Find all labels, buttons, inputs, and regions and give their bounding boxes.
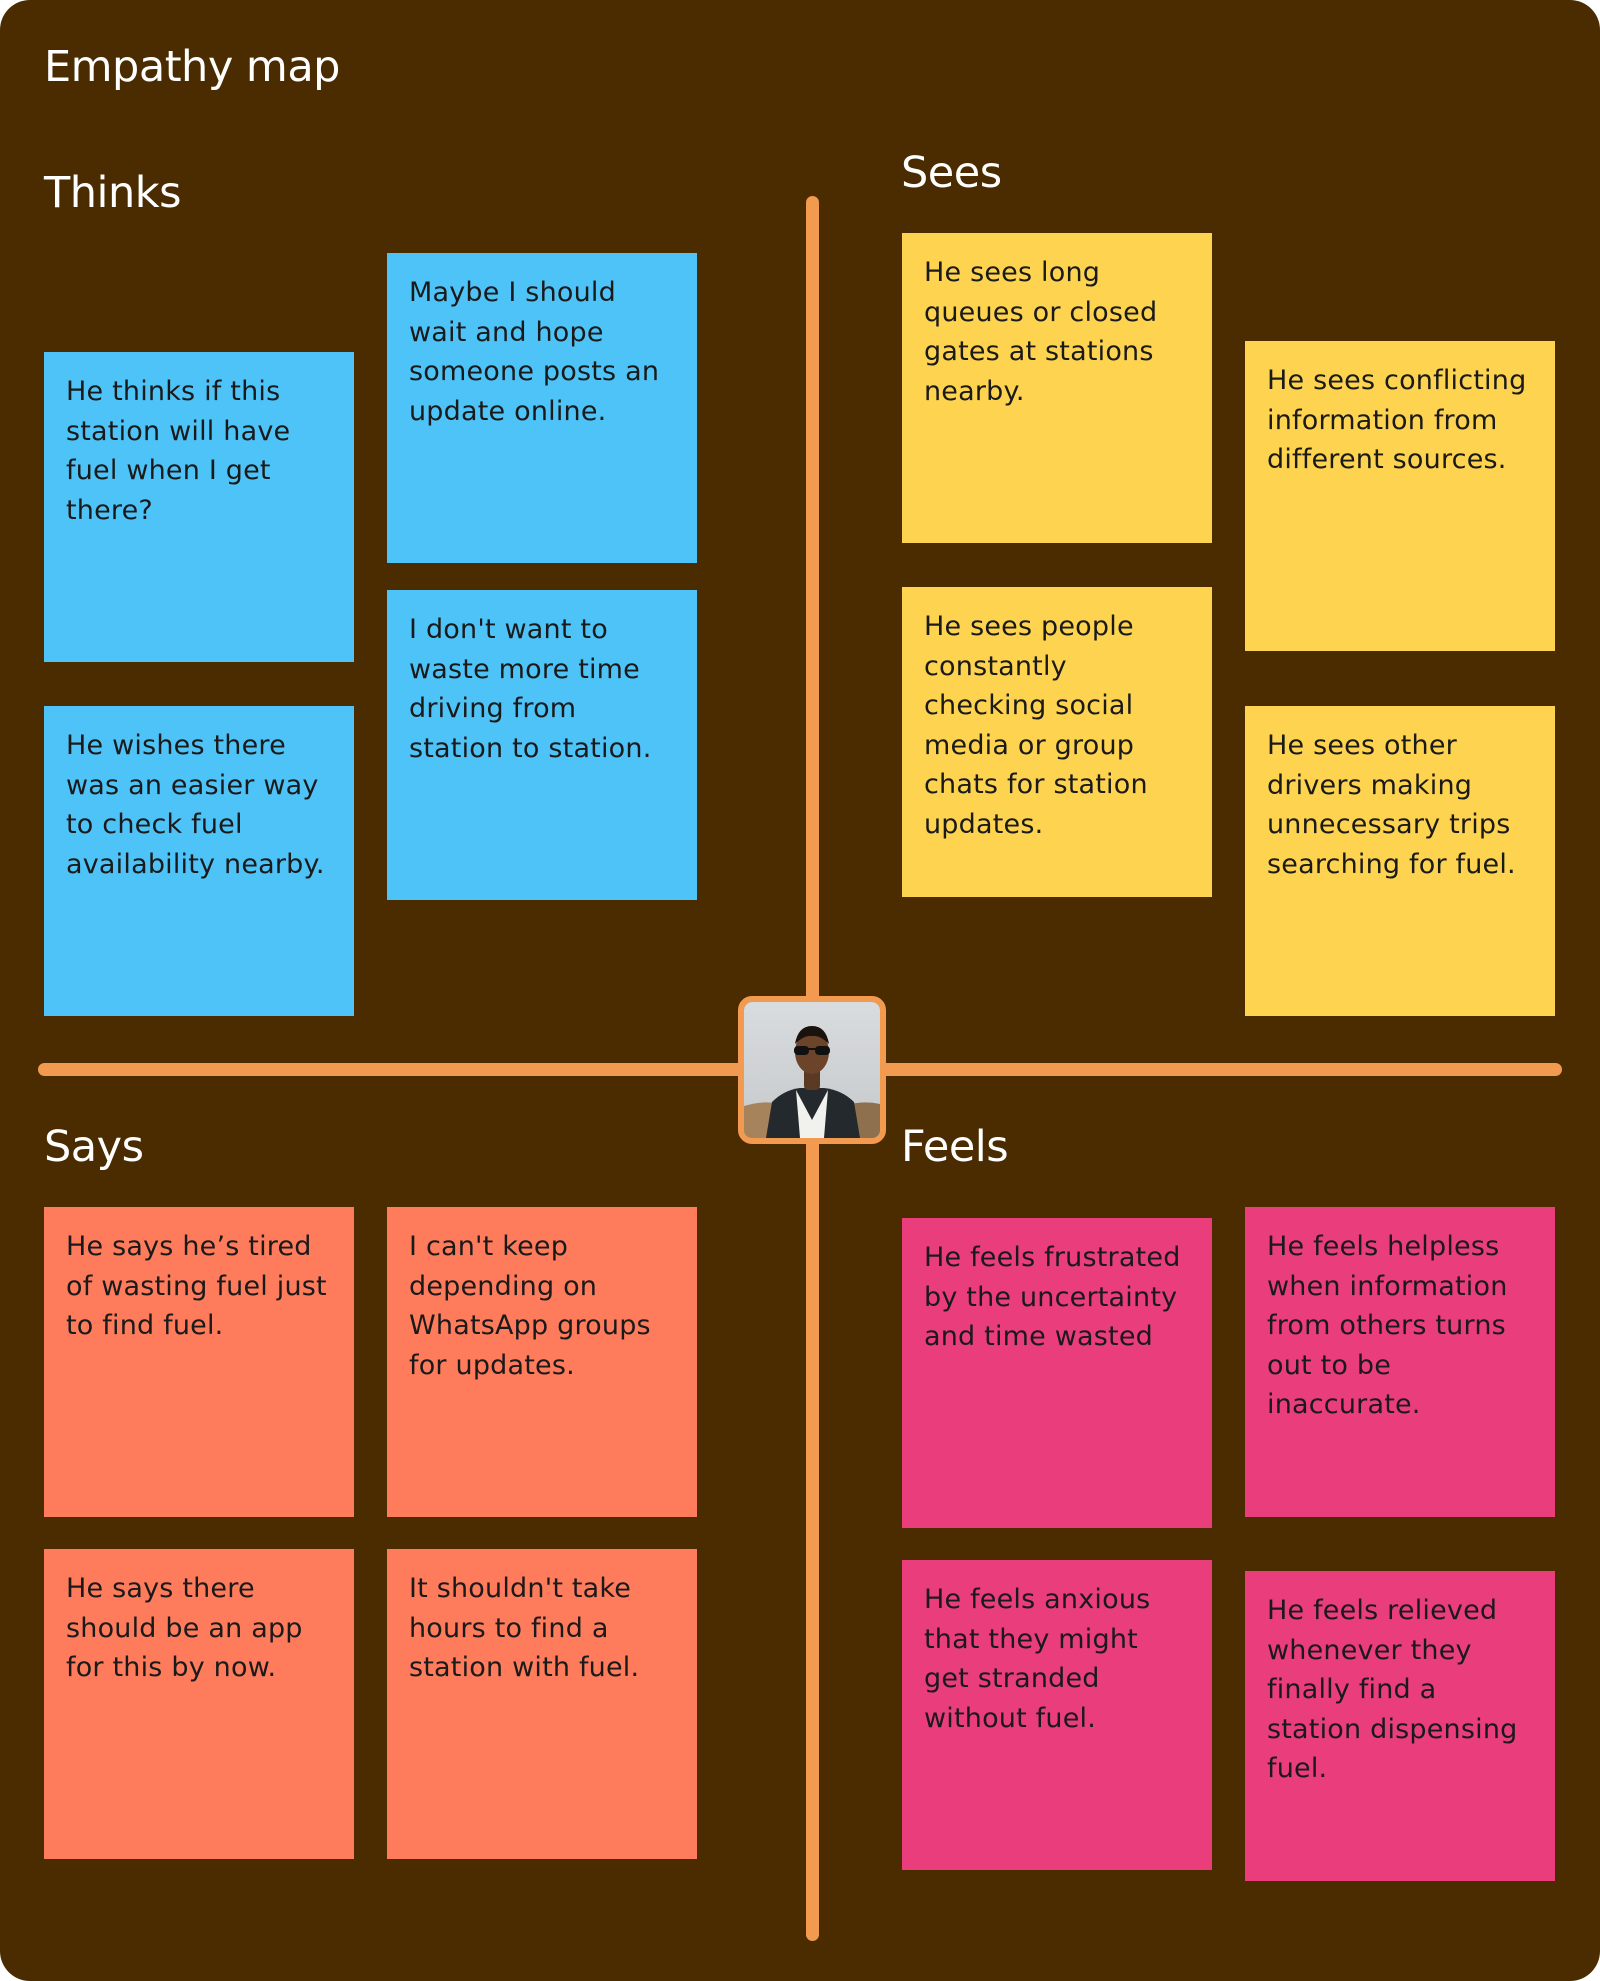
- sticky-note[interactable]: He feels anxious that they might get str…: [902, 1560, 1212, 1870]
- persona-photo-icon: [744, 1002, 880, 1138]
- sticky-note[interactable]: He sees conflicting information from dif…: [1245, 341, 1555, 651]
- persona-avatar: [738, 996, 886, 1144]
- sticky-note[interactable]: He sees other drivers making unnecessary…: [1245, 706, 1555, 1016]
- sticky-note[interactable]: He says he’s tired of wasting fuel just …: [44, 1207, 354, 1517]
- page-title: Empathy map: [44, 42, 340, 92]
- thinks-label: Thinks: [44, 168, 182, 218]
- sticky-note[interactable]: I can't keep depending on WhatsApp group…: [387, 1207, 697, 1517]
- sticky-note[interactable]: He sees people constantly checking socia…: [902, 587, 1212, 897]
- sees-label: Sees: [901, 148, 1002, 198]
- sticky-note[interactable]: He says there should be an app for this …: [44, 1549, 354, 1859]
- sticky-note[interactable]: I don't want to waste more time driving …: [387, 590, 697, 900]
- sticky-note[interactable]: He feels frustrated by the uncertainty a…: [902, 1218, 1212, 1528]
- sticky-note[interactable]: He wishes there was an easier way to che…: [44, 706, 354, 1016]
- sticky-note[interactable]: It shouldn't take hours to find a statio…: [387, 1549, 697, 1859]
- sticky-note[interactable]: He feels helpless when information from …: [1245, 1207, 1555, 1517]
- feels-label: Feels: [901, 1122, 1009, 1172]
- says-label: Says: [44, 1122, 144, 1172]
- sticky-note[interactable]: Maybe I should wait and hope someone pos…: [387, 253, 697, 563]
- sticky-note[interactable]: He feels relieved whenever they finally …: [1245, 1571, 1555, 1881]
- sticky-note[interactable]: He sees long queues or closed gates at s…: [902, 233, 1212, 543]
- sticky-note[interactable]: He thinks if this station will have fuel…: [44, 352, 354, 662]
